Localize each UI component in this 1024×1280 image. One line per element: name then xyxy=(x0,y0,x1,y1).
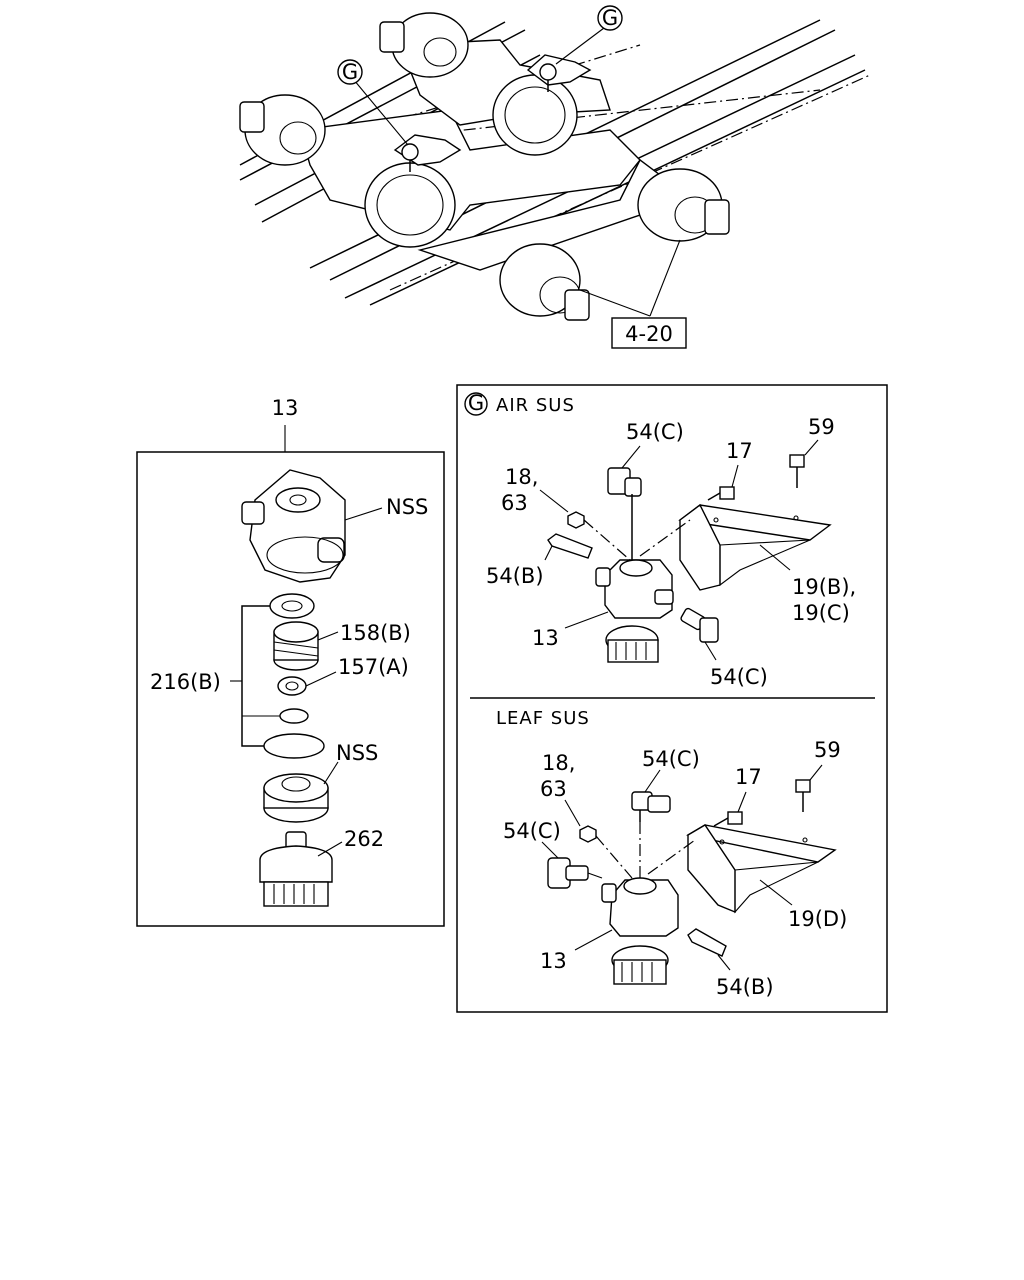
label-nss-mid: NSS xyxy=(336,741,378,765)
air-label-17: 17 xyxy=(726,439,753,463)
filter-bowl xyxy=(259,831,333,907)
air-label-54c-bottom: 54(C) xyxy=(710,665,768,689)
assembly-number: 13 xyxy=(272,396,299,420)
leaf-filter-assembly xyxy=(601,877,679,985)
air-label-54c-top: 54(C) xyxy=(626,420,684,444)
air-label-59: 59 xyxy=(808,415,835,439)
panel-marker-g-text: G xyxy=(468,391,484,415)
label-216b: 216(B) xyxy=(150,670,221,694)
air-label-19c: 19(C) xyxy=(792,601,850,625)
hub-front-left xyxy=(239,94,326,166)
air-label-19b: 19(B), xyxy=(792,575,856,599)
filter-panel-frame xyxy=(136,451,445,927)
small-o-ring xyxy=(279,708,309,724)
leaf-label-13: 13 xyxy=(540,949,567,973)
valve-cap xyxy=(269,593,315,619)
air-label-13: 13 xyxy=(532,626,559,650)
label-158b: 158(B) xyxy=(340,621,411,645)
detail-marker-g-text: G xyxy=(342,60,358,84)
air-label-18: 18, xyxy=(505,465,538,489)
air-fitting-front xyxy=(526,54,592,92)
air-sus-section: 59 17 54(C) 18, 63 54(B) xyxy=(486,415,856,689)
air-label-54b: 54(B) xyxy=(486,564,544,588)
ref-box[interactable] xyxy=(611,317,687,349)
leaf-label-19d: 19(D) xyxy=(788,907,847,931)
kit-bracket xyxy=(241,605,270,747)
detail-marker-g[interactable] xyxy=(597,5,623,31)
filter-element xyxy=(263,773,329,823)
leaf-label-18: 18, xyxy=(542,751,575,775)
spring-valve xyxy=(273,621,319,671)
leaf-label-17: 17 xyxy=(735,765,762,789)
label-157a: 157(A) xyxy=(338,655,409,679)
detail-g-panel: G AIR SUS 59 17 54(C) xyxy=(456,384,888,1013)
detail-marker-g[interactable] xyxy=(337,59,363,85)
leaf-label-54c-top: 54(C) xyxy=(642,747,700,771)
air-label-63: 63 xyxy=(501,491,528,515)
rear-differential xyxy=(364,162,456,248)
label-262: 262 xyxy=(344,827,384,851)
leaf-sus-title: LEAF SUS xyxy=(496,708,590,729)
detail-panel-frame xyxy=(456,384,888,1013)
leaf-label-63: 63 xyxy=(540,777,567,801)
air-filter-assembly xyxy=(595,559,674,663)
air-fitting-rear xyxy=(393,134,462,172)
air-sus-title: AIR SUS xyxy=(496,395,575,416)
hub-rear-right xyxy=(637,168,730,242)
hub-front-right xyxy=(379,12,469,78)
detail-marker-g-text: G xyxy=(602,6,618,30)
ref-box-label: 4-20 xyxy=(625,322,673,346)
hub-rear-left xyxy=(499,243,590,321)
large-o-ring xyxy=(263,733,325,759)
filter-exploded-view: 13 NSS 158(B) 157(A) xyxy=(136,396,445,927)
filter-head xyxy=(241,469,346,583)
valve-seat xyxy=(277,676,307,696)
tandem-axle-view: G G 4-20 xyxy=(239,5,871,349)
label-nss-top: NSS xyxy=(386,495,428,519)
leaf-sus-section: 59 17 54(C) 18, 63 54(C) xyxy=(503,738,847,999)
panel-marker-g xyxy=(464,392,488,416)
leaf-label-54b: 54(B) xyxy=(716,975,774,999)
leaf-label-59: 59 xyxy=(814,738,841,762)
leaf-label-54c-left: 54(C) xyxy=(503,819,561,843)
